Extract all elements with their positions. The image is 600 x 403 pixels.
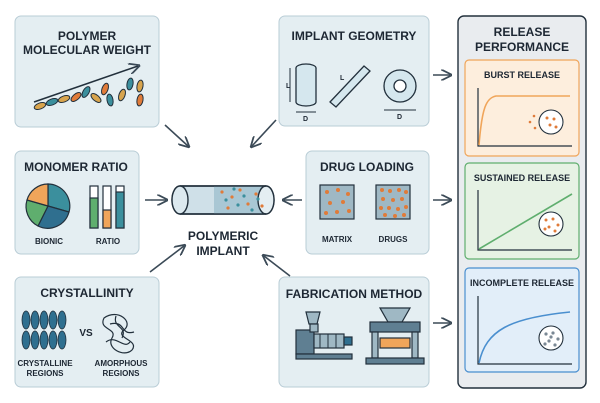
sustained-release-card: SUSTAINED RELEASE xyxy=(464,162,580,260)
polymer-chain-icon xyxy=(33,66,144,110)
molecular-weight-box: POLYMER MOLECULAR WEIGHT xyxy=(14,15,160,128)
cylinder-icon: L D xyxy=(286,63,317,123)
crystalline-label-line1: CRYSTALLINE xyxy=(17,359,73,368)
crystalline-label-line2: REGIONS xyxy=(27,369,65,378)
drugs-label: DRUGS xyxy=(379,235,409,244)
ring-dim-label: D xyxy=(397,114,402,121)
matrix-icon xyxy=(319,184,355,220)
drug-loading-title: DRUG LOADING xyxy=(320,160,414,174)
burst-release-card: BURST RELEASE xyxy=(464,59,580,157)
center-label-line1: POLYMERIC xyxy=(188,229,259,243)
dim-d-label: D xyxy=(303,116,308,123)
amorphous-label-line2: REGIONS xyxy=(103,369,141,378)
implant-geometry-box: IMPLANT GEOMETRY L D L D xyxy=(278,15,430,127)
release-panel-title-line1: RELEASE xyxy=(494,25,551,39)
incomplete-release-label: INCOMPLETE RELEASE xyxy=(470,278,574,288)
polymeric-implant-icon xyxy=(171,185,275,215)
ring-icon: D xyxy=(383,69,417,121)
implant-geometry-title: IMPLANT GEOMETRY xyxy=(292,29,417,43)
molecular-weight-title-line2: MOLECULAR WEIGHT xyxy=(23,43,152,57)
injection-mold-icon xyxy=(365,307,425,365)
rod-icon: L xyxy=(329,65,371,108)
vs-label: VS xyxy=(79,328,93,339)
crystallinity-box: CRYSTALLINITY VS CRYSTALLINE REGIONS AMO… xyxy=(14,276,160,388)
extruder-icon xyxy=(295,311,353,360)
connector-arrows xyxy=(145,75,450,323)
molecular-weight-title-line1: POLYMER xyxy=(58,29,117,43)
ratio-label: RATIO xyxy=(96,237,120,246)
crystalline-regions-icon xyxy=(21,310,67,350)
release-performance-panel: RELEASE PERFORMANCE BURST RELEASE SUSTAI… xyxy=(457,15,587,389)
incomplete-release-card: INCOMPLETE RELEASE xyxy=(464,267,580,373)
monomer-ratio-box: MONOMER RATIO BIONIC RATIO xyxy=(14,150,140,255)
monomer-ratio-title: MONOMER RATIO xyxy=(24,160,128,174)
amorphous-regions-icon xyxy=(102,313,135,354)
release-panel-title-line2: PERFORMANCE xyxy=(475,40,569,54)
sustained-release-label: SUSTAINED RELEASE xyxy=(474,173,570,183)
arrow-fabrication xyxy=(264,256,291,277)
amorphous-label-line1: AMORPHOUS xyxy=(95,359,149,368)
arrow-crystallinity xyxy=(149,246,184,273)
crystallinity-title: CRYSTALLINITY xyxy=(40,286,133,300)
ratio-bars-icon xyxy=(89,185,125,229)
center-label-line2: IMPLANT xyxy=(196,244,250,258)
drugs-icon xyxy=(375,184,411,220)
rod-dim-label: L xyxy=(340,75,345,82)
matrix-label: MATRIX xyxy=(322,235,353,244)
dim-l-label: L xyxy=(286,83,291,90)
burst-release-label: BURST RELEASE xyxy=(484,70,560,80)
drug-loading-box: DRUG LOADING MATRIX DRUGS xyxy=(305,150,430,255)
fabrication-method-box: FABRICATION METHOD xyxy=(278,276,430,388)
arrow-implant-geometry xyxy=(252,119,277,146)
bionic-label: BIONIC xyxy=(35,237,63,246)
arrow-molecular-weight xyxy=(164,124,188,146)
fabrication-title: FABRICATION METHOD xyxy=(286,287,423,301)
pie-chart-icon xyxy=(25,183,71,229)
